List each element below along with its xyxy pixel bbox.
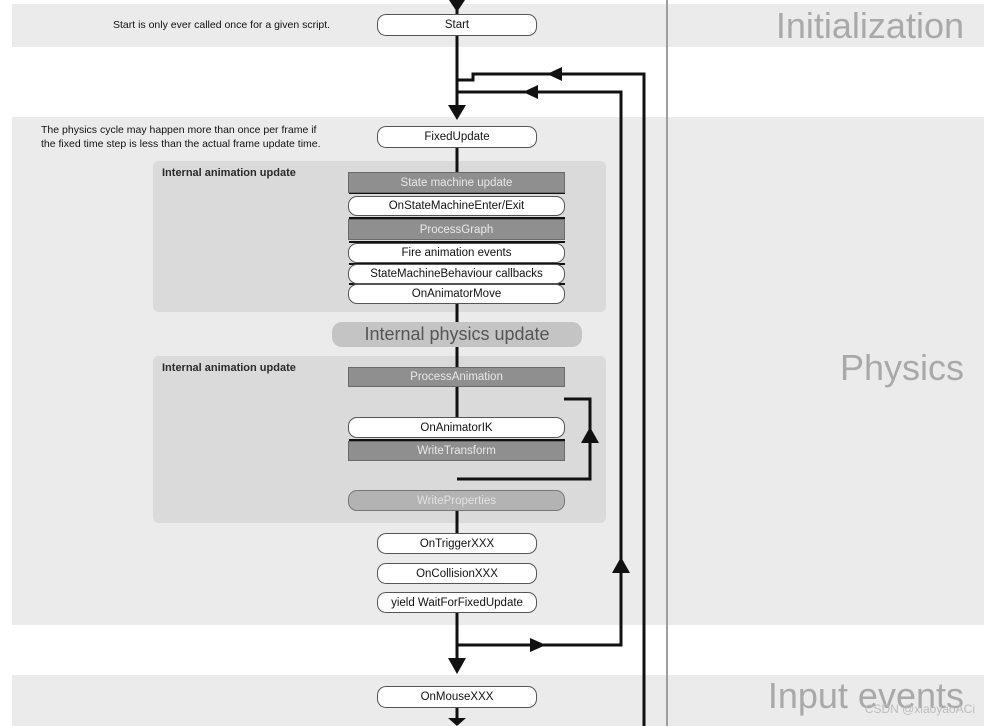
panel-title: Internal animation update (162, 167, 296, 179)
on-state-machine-enter-exit-node[interactable]: OnStateMachineEnter/Exit (348, 196, 565, 216)
internal-physics-update-node[interactable]: Internal physics update (332, 322, 582, 347)
watermark: CSDN @xiaoyaoACi (864, 702, 975, 716)
start-node[interactable]: Start (377, 14, 537, 36)
section-label-physics: Physics (839, 347, 964, 388)
column-divider (666, 0, 668, 726)
section-label-input-events: Input events (767, 675, 964, 716)
yield-wait-for-fixed-update-node[interactable]: yield WaitForFixedUpdate (377, 592, 537, 613)
state-machine-update-node[interactable]: State machine update (348, 172, 565, 193)
on-mouse-node[interactable]: OnMouseXXX (377, 686, 537, 708)
on-trigger-node[interactable]: OnTriggerXXX (377, 533, 537, 554)
fire-animation-events-node[interactable]: Fire animation events (348, 243, 565, 263)
physics-note-line-1: The physics cycle may happen more than o… (41, 124, 317, 136)
on-animator-move-node[interactable]: OnAnimatorMove (348, 284, 565, 304)
fixed-update-node[interactable]: FixedUpdate (377, 126, 537, 148)
section-label-initialization: Initialization (775, 5, 964, 46)
physics-note-line-2: the fixed time step is less than the act… (41, 138, 321, 150)
write-transform-node[interactable]: WriteTransform (348, 441, 565, 461)
on-collision-node[interactable]: OnCollisionXXX (377, 563, 537, 584)
write-properties-node[interactable]: WriteProperties (348, 490, 565, 511)
start-note: Start is only ever called once for a giv… (113, 19, 331, 31)
process-animation-node[interactable]: ProcessAnimation (348, 367, 565, 387)
state-machine-behaviour-callbacks-node[interactable]: StateMachineBehaviour callbacks (348, 264, 565, 284)
on-animator-ik-node[interactable]: OnAnimatorIK (348, 417, 565, 438)
process-graph-node[interactable]: ProcessGraph (348, 219, 565, 240)
panel-title: Internal animation update (162, 362, 296, 374)
